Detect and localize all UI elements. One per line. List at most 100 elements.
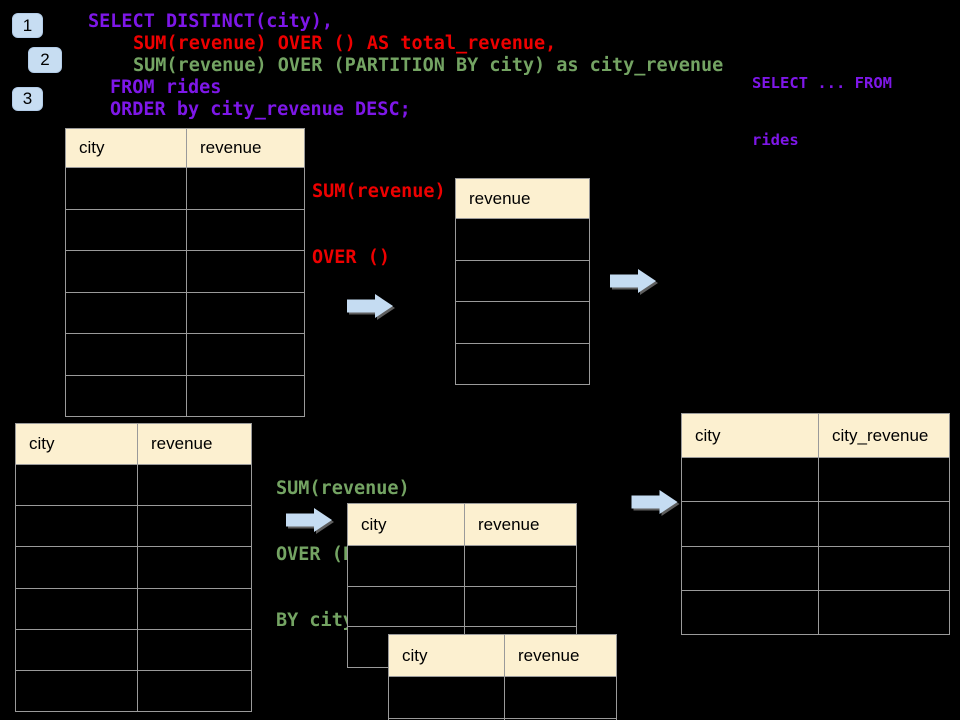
table-cell [818,546,949,590]
sql-line-city-revenue: SUM(revenue) OVER (PARTITION BY city) as… [133,55,724,76]
table-cell [186,334,304,375]
table-row [682,589,949,634]
side-note-line-2: rides [752,131,799,149]
table-cell [137,506,251,547]
table-cell [348,546,464,586]
table-row [16,505,251,547]
arrow-right-icon [347,294,393,318]
table-row [682,545,949,590]
table-row [389,676,616,718]
table-row [66,374,304,417]
table-cell [16,465,137,505]
table-cell [186,251,304,292]
table-cell [16,547,137,587]
table-cell [137,588,251,629]
table-header-row: city revenue [348,504,576,545]
table-cell [389,677,504,718]
step-badge-2: 2 [28,47,62,73]
table-cell [818,502,949,546]
table-row [16,464,251,506]
sql-line-select: SELECT DISTINCT(city), [88,11,334,32]
table-row [682,501,949,546]
sql-line-total-revenue: SUM(revenue) OVER () AS total_revenue, [133,33,557,54]
table-cell [16,506,137,546]
table-cell [464,586,576,627]
table-cell [186,168,304,209]
table-cell [137,465,251,506]
side-note: SELECT ... FROM rides [752,36,892,188]
table-cell [504,677,616,718]
column-header-city-revenue: city_revenue [818,414,949,457]
table-cell [66,251,186,292]
table-header-row: city revenue [389,635,616,676]
arrow-right-icon [631,490,678,514]
table-row [66,250,304,292]
table-total-revenue: revenue [455,178,590,385]
table-cell [456,261,589,302]
sql-line-from: FROM rides [110,77,222,98]
table-partition-overlay: city revenue [388,634,617,720]
table-row [682,457,949,502]
table-row [456,218,589,260]
table-row [16,546,251,588]
table-cell [137,629,251,670]
table-row [66,167,304,209]
table-cell [186,375,304,416]
table-cell [186,209,304,250]
column-header-revenue: revenue [464,504,576,545]
sql-line-order: ORDER by city_revenue DESC; [110,99,411,120]
table-cell [682,591,818,634]
table-cell [16,671,137,711]
table-cell [186,292,304,333]
table-source-bottom: city revenue [15,423,252,712]
table-cell [818,458,949,502]
table-cell [348,587,464,627]
table-row [456,259,589,302]
table-row [348,545,576,586]
column-header-revenue: revenue [469,188,531,208]
annotation-partition-line-1: SUM(revenue) [276,478,410,499]
column-header-city: city [402,645,428,665]
step-badge-1: 1 [12,13,43,38]
table-cell [464,546,576,586]
arrow-right-icon [610,269,656,293]
table-cell [456,219,589,260]
annotation-total-line-1: SUM(revenue) [312,181,446,202]
table-header-row: revenue [456,179,589,218]
column-header-city: city [695,425,721,445]
table-row [16,628,251,670]
step-badge-3: 3 [12,87,43,111]
table-cell [66,293,186,334]
annotation-total-line-2: OVER () [312,247,390,268]
table-header-row: city city_revenue [682,414,949,457]
table-row [66,208,304,251]
table-cell [456,302,589,343]
table-final-result: city city_revenue [681,413,950,635]
table-row [456,342,589,385]
table-cell [66,210,186,251]
column-header-revenue: revenue [186,129,304,167]
table-row [16,587,251,629]
table-cell [16,589,137,629]
table-row [348,585,576,627]
column-header-revenue: revenue [504,635,616,676]
table-header-row: city revenue [16,424,251,464]
column-header-city: city [361,514,387,534]
table-cell [137,670,251,712]
column-header-city: city [79,138,105,157]
side-note-line-1: SELECT ... FROM [752,74,892,92]
table-cell [16,630,137,670]
arrow-right-icon [286,508,332,532]
annotation-total-revenue: SUM(revenue) OVER () [312,137,446,313]
table-cell [66,376,186,417]
table-row [66,333,304,375]
table-cell [66,334,186,375]
table-cell [682,547,818,590]
table-source-top: city revenue [65,128,305,417]
table-cell [66,168,186,209]
table-header-row: city revenue [66,129,304,167]
table-cell [137,547,251,588]
table-cell [682,458,818,501]
table-cell [456,344,589,385]
